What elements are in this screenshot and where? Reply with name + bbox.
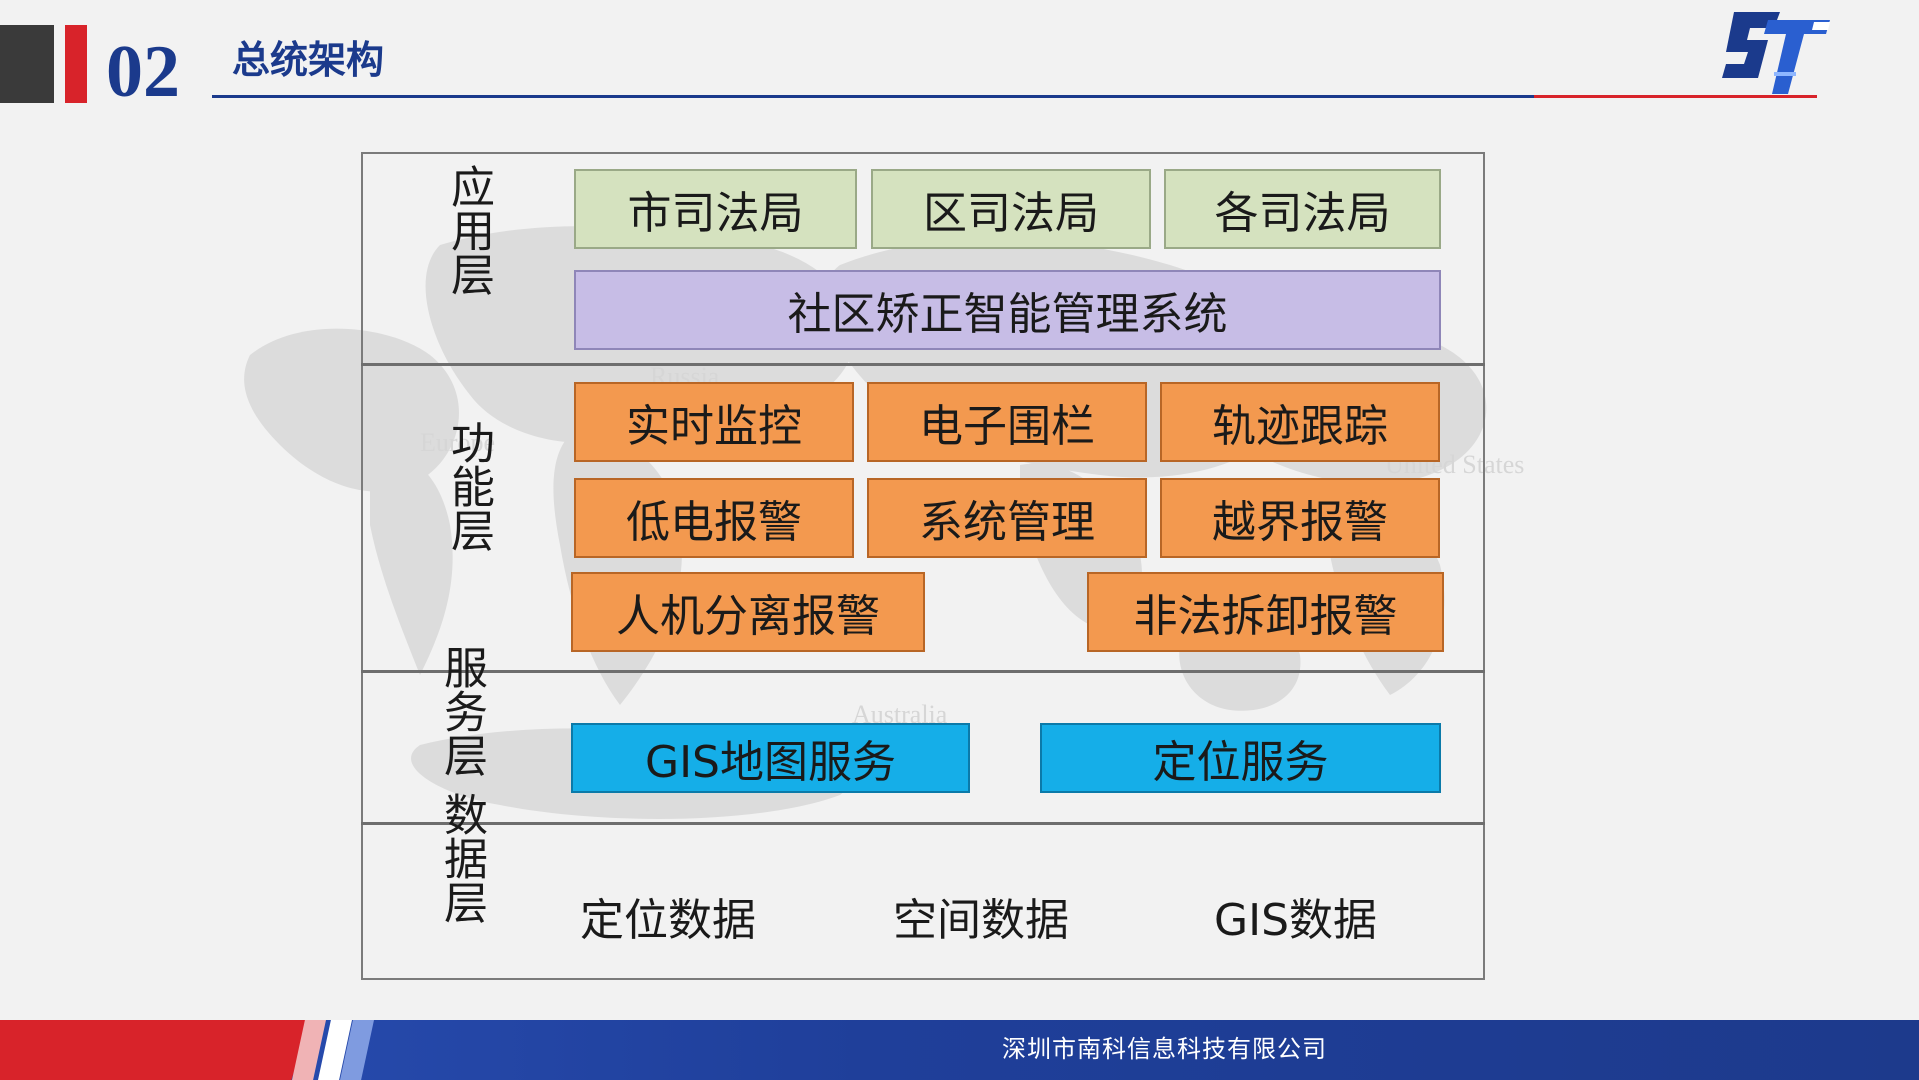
app-box-city-justice-bureau: 市司法局 xyxy=(574,169,857,249)
func-box-electronic-fence: 电子围栏 xyxy=(867,382,1147,462)
section-number: 02 xyxy=(106,31,180,113)
footer-company-name: 深圳市南科信息科技有限公司 xyxy=(1002,1035,1327,1063)
app-box-all-justice-bureaus: 各司法局 xyxy=(1164,169,1441,249)
func-box-boundary-alarm: 越界报警 xyxy=(1160,478,1440,558)
func-box-illegal-removal-alarm: 非法拆卸报警 xyxy=(1087,572,1444,652)
func-box-realtime-monitoring: 实时监控 xyxy=(574,382,854,462)
layer-label-service: 服务层 xyxy=(436,645,487,777)
layer-label-application: 应用层 xyxy=(443,164,494,296)
section-title: 总统架构 xyxy=(232,38,385,82)
func-box-track-following: 轨迹跟踪 xyxy=(1160,382,1440,462)
layer-label-function: 功能层 xyxy=(443,420,494,552)
architecture-frame xyxy=(361,152,1485,980)
footer-red-accent xyxy=(0,1020,310,1080)
header-underline-blue xyxy=(212,95,1534,98)
company-logo xyxy=(1722,12,1830,94)
svc-box-positioning-service: 定位服务 xyxy=(1040,723,1441,793)
header-dark-block xyxy=(0,25,54,103)
layer-divider-2 xyxy=(361,670,1485,673)
map-label-europe: Europe xyxy=(420,428,496,457)
system-box-community-correction: 社区矫正智能管理系统 xyxy=(574,270,1441,350)
func-box-system-management: 系统管理 xyxy=(867,478,1147,558)
data-item-positioning-data: 定位数据 xyxy=(580,895,756,946)
data-item-spatial-data: 空间数据 xyxy=(893,895,1069,946)
svc-box-gis-map-service: GIS地图服务 xyxy=(571,723,970,793)
header-red-block xyxy=(65,25,87,103)
layer-divider-1 xyxy=(361,363,1485,366)
layer-divider-3 xyxy=(361,822,1485,825)
func-box-person-device-separation-alarm: 人机分离报警 xyxy=(571,572,925,652)
header-underline-red xyxy=(1534,95,1817,98)
func-box-low-battery-alarm: 低电报警 xyxy=(574,478,854,558)
layer-label-data: 数据层 xyxy=(436,792,487,924)
data-item-gis-data: GIS数据 xyxy=(1214,895,1378,946)
app-box-district-justice-bureau: 区司法局 xyxy=(871,169,1151,249)
